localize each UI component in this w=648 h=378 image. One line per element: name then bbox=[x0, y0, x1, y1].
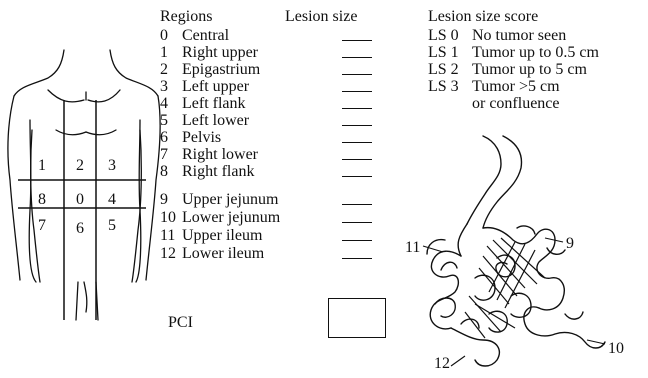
lesion-size-blank-10[interactable] bbox=[342, 222, 372, 223]
score-row-4: or confluence bbox=[428, 96, 560, 112]
lesion-size-header: Lesion size bbox=[285, 8, 357, 26]
regions-header: Regions bbox=[160, 8, 212, 26]
lesion-size-blank-5[interactable] bbox=[342, 125, 372, 126]
lesion-size-score-header: Lesion size score bbox=[428, 8, 538, 26]
grid-label-2: 2 bbox=[76, 158, 84, 174]
grid-label-4: 4 bbox=[108, 192, 116, 208]
lesion-size-blank-9[interactable] bbox=[342, 204, 372, 205]
lesion-size-blank-1[interactable] bbox=[342, 57, 372, 58]
lesion-size-blank-2[interactable] bbox=[342, 74, 372, 75]
grid-label-7: 7 bbox=[38, 218, 46, 234]
lesion-size-blank-4[interactable] bbox=[342, 108, 372, 109]
lesion-size-blank-0[interactable] bbox=[342, 40, 372, 41]
grid-label-8: 8 bbox=[38, 192, 46, 208]
lesion-size-blank-3[interactable] bbox=[342, 91, 372, 92]
lesion-size-blank-8[interactable] bbox=[342, 176, 372, 177]
torso-diagram bbox=[0, 20, 160, 340]
grid-label-3: 3 bbox=[108, 158, 116, 174]
lesion-size-blank-7[interactable] bbox=[342, 159, 372, 160]
lesion-size-blank-6[interactable] bbox=[342, 142, 372, 143]
grid-label-1: 1 bbox=[38, 158, 46, 174]
lesion-size-blank-11[interactable] bbox=[342, 240, 372, 241]
lesion-size-blank-12[interactable] bbox=[342, 258, 372, 259]
bowel-label-11: 11 bbox=[405, 240, 420, 256]
bowel-label-12: 12 bbox=[434, 356, 450, 372]
bowel-label-10: 10 bbox=[608, 341, 624, 357]
grid-label-6: 6 bbox=[76, 221, 84, 237]
grid-label-5: 5 bbox=[108, 218, 116, 234]
pci-score-box[interactable] bbox=[328, 298, 386, 338]
grid-label-0: 0 bbox=[76, 192, 84, 208]
bowel-label-9: 9 bbox=[566, 236, 574, 252]
pci-label: PCI bbox=[168, 314, 193, 332]
